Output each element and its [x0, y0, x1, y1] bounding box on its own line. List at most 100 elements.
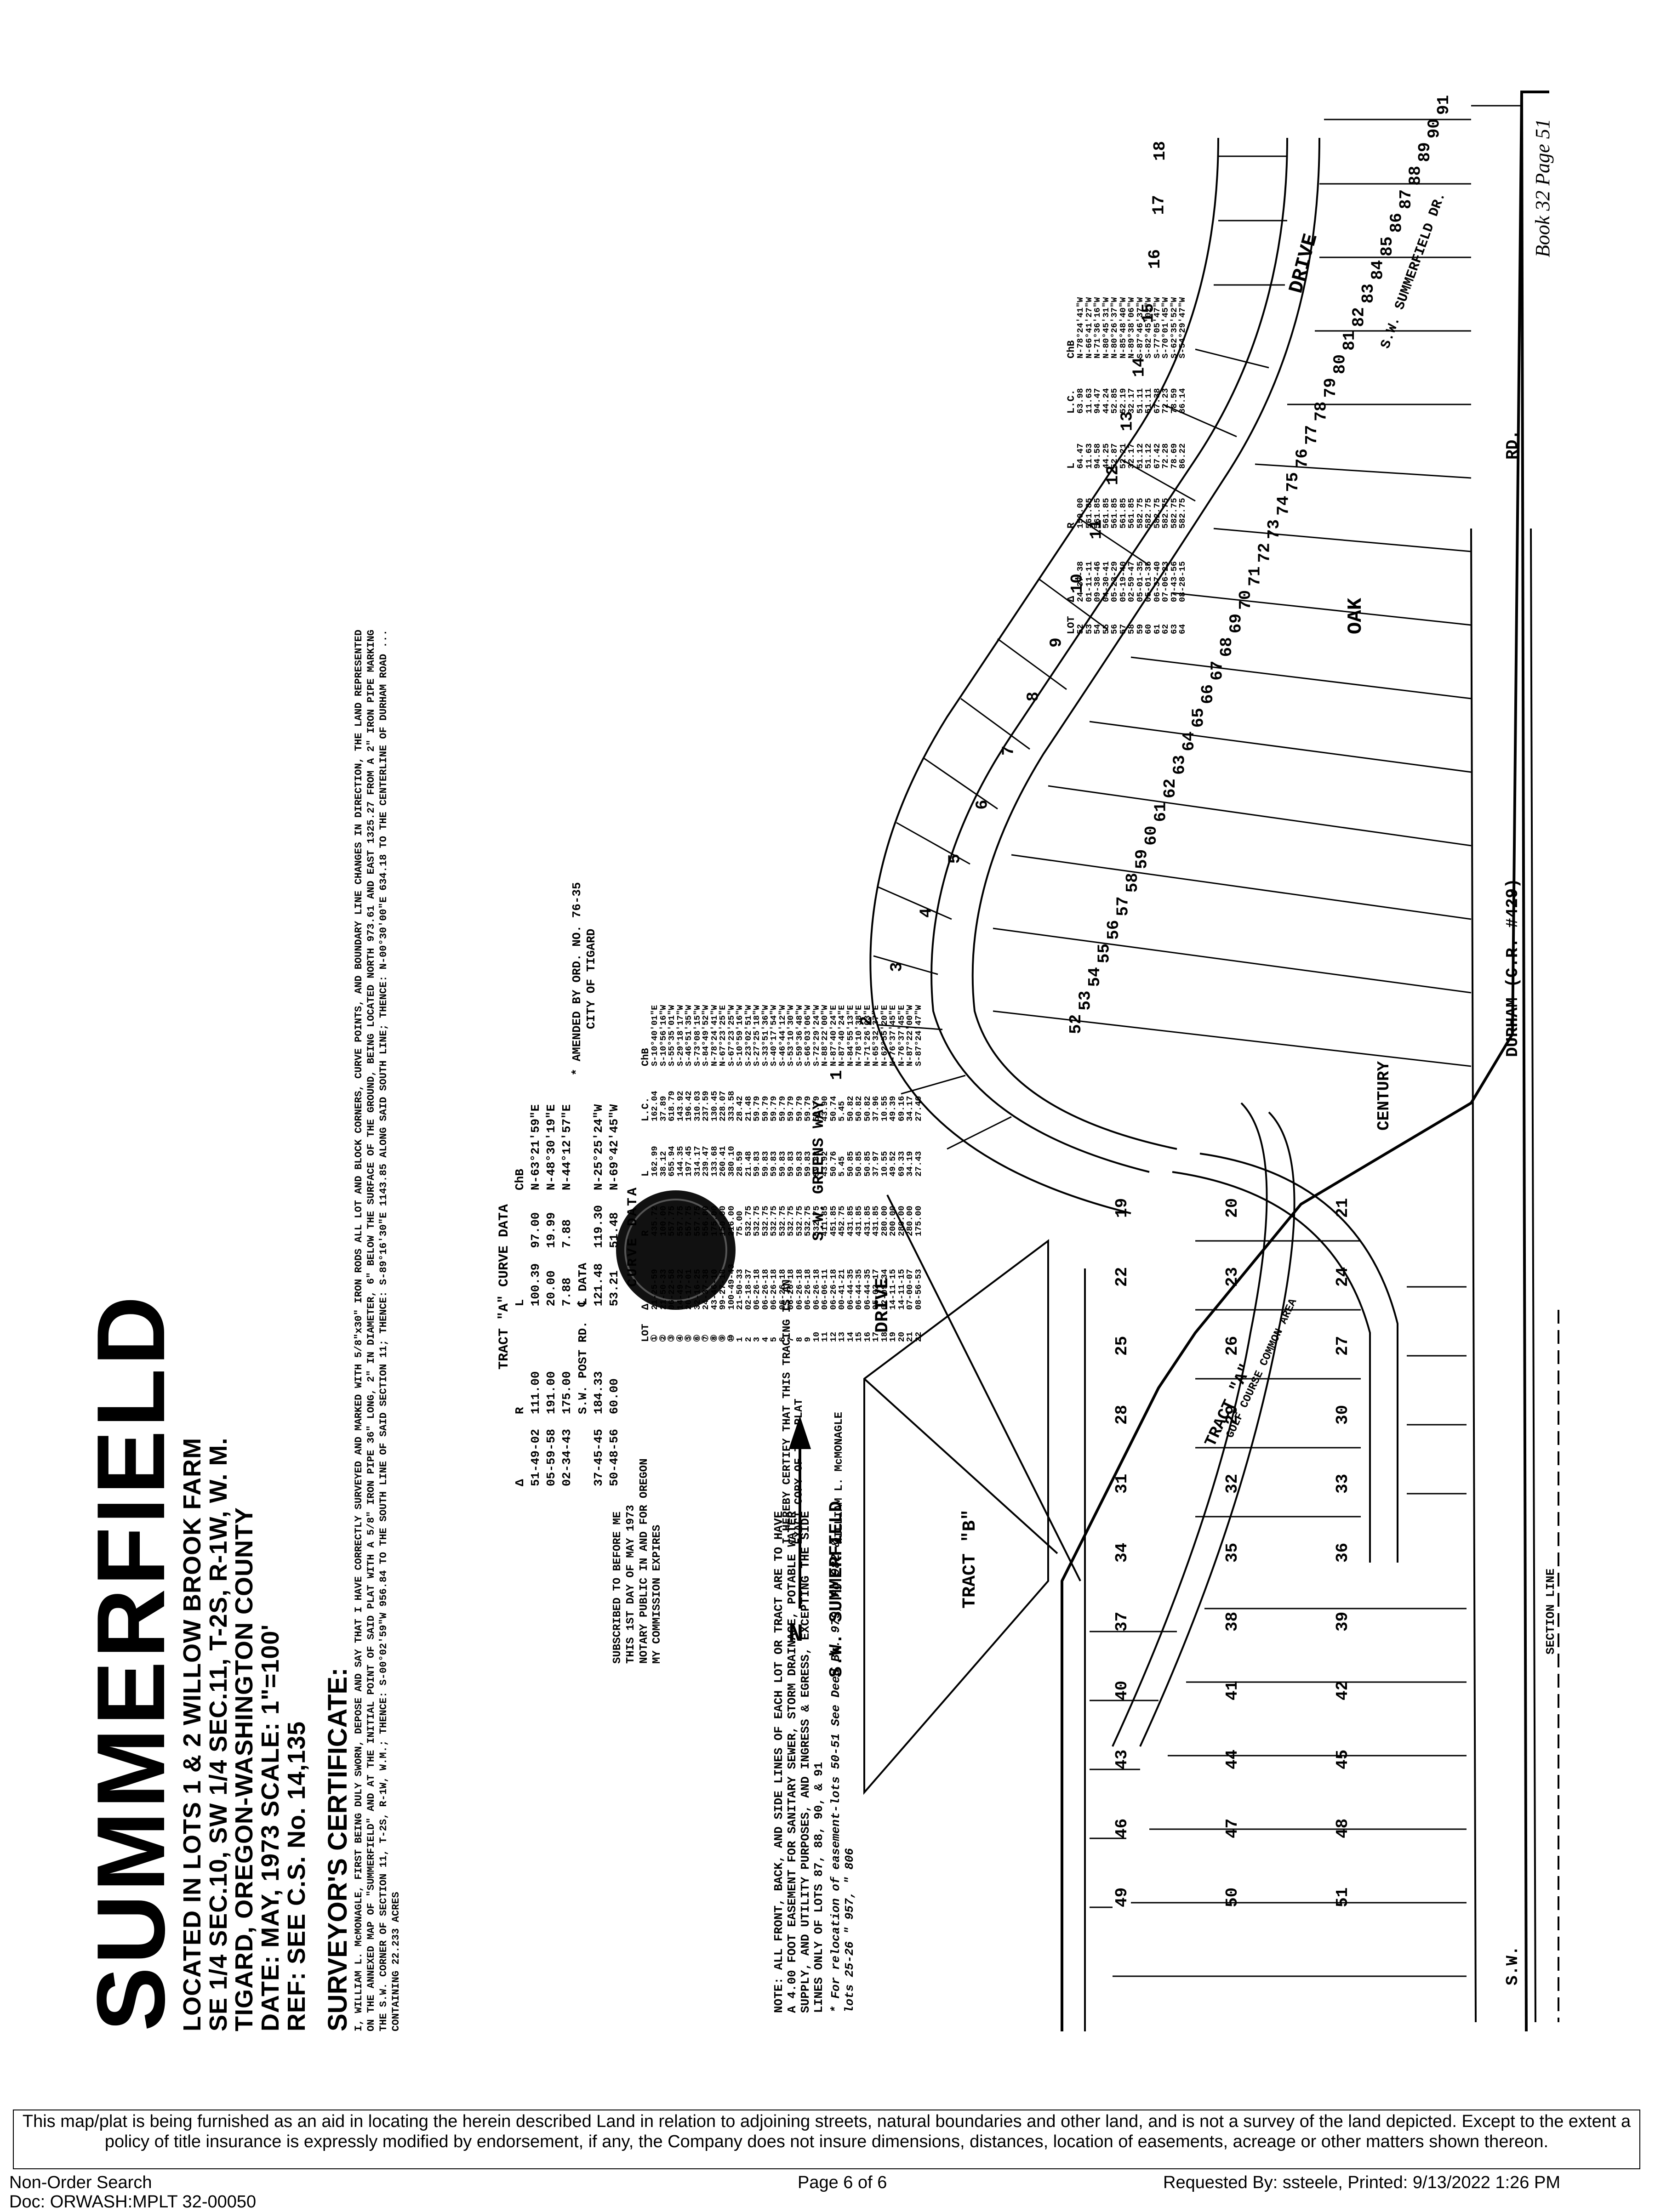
- lot-number: 88: [1406, 166, 1425, 186]
- lot-number: 75: [1284, 472, 1302, 492]
- street-label-drive: DRIVE: [873, 1278, 893, 1333]
- lot-number: 52: [1067, 1014, 1085, 1034]
- street-label-durham: DURHAM (C.R. #429): [1503, 878, 1522, 1057]
- lot-number: 91: [1434, 95, 1453, 115]
- lot-number: 3: [888, 962, 907, 972]
- search-type: Non-Order Search: [9, 2173, 152, 2192]
- lot-number: 32: [1223, 1474, 1242, 1494]
- lot-number: 47: [1223, 1819, 1242, 1838]
- lot-number: 87: [1397, 189, 1415, 209]
- lot-number: 40: [1113, 1681, 1131, 1700]
- boundary-outline: [1061, 91, 1549, 2031]
- lot-number: 20: [1223, 1198, 1242, 1218]
- lot-number: 78: [1312, 401, 1330, 421]
- requested-by: Requested By: ssteele, Printed: 9/13/202…: [1163, 2173, 1560, 2192]
- lot-number: 35: [1223, 1543, 1242, 1563]
- lot-number: 16: [1146, 249, 1164, 269]
- lot-number: 80: [1330, 354, 1349, 374]
- oak-drive-arc-inner: [971, 137, 1320, 1150]
- lot-number: 70: [1236, 590, 1255, 610]
- lot-number: 63: [1170, 755, 1189, 775]
- lot-number: 56: [1104, 920, 1123, 940]
- lot-number: 79: [1321, 378, 1340, 398]
- street-label-rd: RD.: [1503, 430, 1522, 460]
- lot-number: 77: [1302, 425, 1321, 445]
- lot-number: 2: [858, 1016, 877, 1026]
- lot-number: 50: [1223, 1888, 1242, 1907]
- lot-number: 83: [1359, 284, 1378, 303]
- lot-number: 7: [999, 746, 1018, 756]
- lot-number: 67: [1208, 661, 1227, 681]
- lot-number: 11: [1087, 519, 1106, 539]
- lot-number: 45: [1333, 1750, 1352, 1769]
- page-number: Page 6 of 6: [798, 2173, 887, 2192]
- lot-number: 46: [1113, 1819, 1131, 1838]
- lot-number: 59: [1133, 849, 1152, 869]
- lot-number: 76: [1293, 449, 1312, 468]
- tract-a-diagonal: [863, 1378, 1058, 1554]
- lot-number: 23: [1223, 1267, 1242, 1287]
- tract-a-diagonal-2: [886, 1194, 1081, 1581]
- lot-number: 43: [1113, 1750, 1131, 1769]
- lot-number: 85: [1378, 236, 1397, 256]
- lot-number: 18: [1151, 141, 1170, 161]
- lot-number: 29: [1223, 1405, 1242, 1425]
- tract-b-boundary: [863, 1239, 1049, 1795]
- lot-number: 73: [1265, 519, 1284, 539]
- summerfield-drive-curve-outer: [1112, 1102, 1268, 1747]
- lot-number: 12: [1104, 466, 1123, 485]
- arc-lots-back: [869, 137, 1219, 1214]
- lot-number: 64: [1180, 731, 1198, 751]
- page-footer: This map/plat is being furnished as an a…: [0, 2110, 1655, 2212]
- lot-number: 42: [1333, 1681, 1352, 1700]
- plat-drawing: [616, 91, 1559, 2032]
- lot-number: 38: [1223, 1612, 1242, 1632]
- oak-drive-arc-outer: [930, 137, 1288, 1173]
- lot-number: 90: [1425, 119, 1444, 138]
- street-label-drive-2: DRIVE: [1285, 231, 1323, 296]
- lot-number: 58: [1123, 873, 1142, 893]
- lot-number: 84: [1368, 260, 1387, 280]
- lot-number: 6: [973, 800, 992, 810]
- durham-road-line-1: [1470, 528, 1477, 2023]
- disclaimer-box: This map/plat is being furnished as an a…: [13, 2110, 1640, 2169]
- lot-number: 66: [1198, 684, 1217, 704]
- lot-number: 48: [1333, 1819, 1352, 1838]
- plat-labels: S.W. GREENS WAY S.W. SUMMERFIELD DRIVE O…: [788, 95, 1558, 1985]
- lot-number: 62: [1161, 779, 1180, 798]
- lot-number: 33: [1333, 1474, 1352, 1494]
- lot-number: 65: [1189, 708, 1208, 728]
- tract-b-label: TRACT "B": [960, 1509, 981, 1609]
- lot-number: 74: [1274, 496, 1293, 516]
- lot-number: 55: [1095, 944, 1114, 963]
- lot-number: 1: [828, 1070, 846, 1080]
- lot-number: 72: [1255, 543, 1274, 563]
- lot-number: 51: [1333, 1888, 1352, 1907]
- lot-number: 69: [1227, 614, 1246, 633]
- doc-id: Doc: ORWASH:MPLT 32-00050: [9, 2192, 257, 2212]
- lot-number: 34: [1113, 1543, 1131, 1563]
- lot-number: 10: [1068, 574, 1087, 593]
- lot-number: 13: [1118, 411, 1137, 431]
- lot-number: 21: [1333, 1198, 1352, 1218]
- lot-number: 4: [917, 908, 936, 918]
- century-drive-outer: [1172, 1171, 1371, 1563]
- lot-number: 17: [1149, 195, 1168, 215]
- plat-sheet: SUMMERFIELD LOCATED IN LOTS 1 & 2 WILLOW…: [77, 91, 1559, 2032]
- lot-number: 53: [1076, 990, 1095, 1010]
- lot-number: 31: [1113, 1474, 1131, 1494]
- lot-number: 89: [1415, 142, 1434, 162]
- lot-number: 5: [946, 854, 964, 864]
- north-label: N: [788, 1621, 803, 1649]
- lot-number: 25: [1113, 1336, 1131, 1356]
- lot-number: 71: [1246, 566, 1265, 586]
- lot-number: 86: [1387, 213, 1406, 233]
- lot-number: 68: [1217, 637, 1236, 657]
- lot-number: 15: [1139, 303, 1158, 323]
- street-label-sw: S.W.: [1503, 1946, 1522, 1985]
- lot-number: 24: [1333, 1267, 1352, 1287]
- lot-number: 54: [1085, 967, 1104, 987]
- lot-number: 60: [1142, 826, 1161, 846]
- street-label-oak: OAK: [1344, 597, 1367, 634]
